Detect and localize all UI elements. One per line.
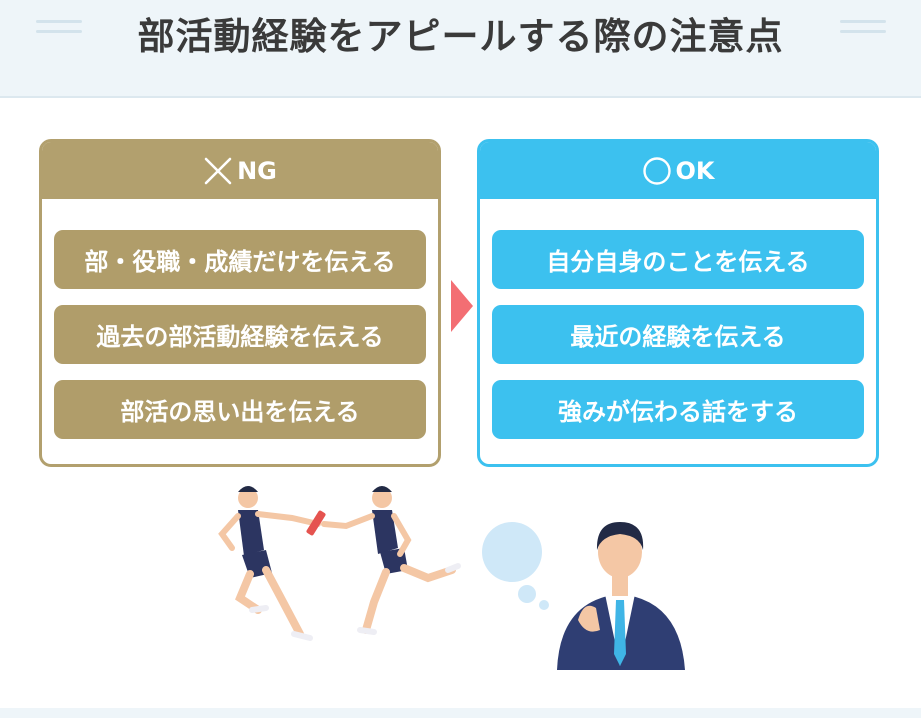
- cross-icon: [203, 156, 233, 186]
- ng-item: 部・役職・成績だけを伝える: [54, 230, 426, 289]
- relay-runner-left-illustration: [218, 486, 321, 641]
- title-decoration-left: [36, 20, 82, 40]
- businessman-illustration: [557, 522, 685, 670]
- ok-item: 最近の経験を伝える: [492, 305, 864, 364]
- ng-item: 部活の思い出を伝える: [54, 380, 426, 439]
- baton-illustration: [306, 510, 326, 536]
- ok-panel: OK 自分自身のことを伝える 最近の経験を伝える 強みが伝わる話をする: [477, 139, 879, 467]
- relay-runner-right-illustration: [321, 486, 461, 635]
- title-decoration-right: [840, 20, 886, 40]
- ng-item: 過去の部活動経験を伝える: [54, 305, 426, 364]
- illustration: [218, 486, 685, 670]
- header-banner: 部活動経験をアピールする際の注意点: [0, 0, 921, 98]
- footer-strip: [0, 708, 921, 718]
- arrow-right-icon: [451, 280, 473, 332]
- ng-panel-header: NG: [42, 142, 438, 199]
- ok-item: 自分自身のことを伝える: [492, 230, 864, 289]
- ok-item: 強みが伝わる話をする: [492, 380, 864, 439]
- circle-icon: [642, 156, 672, 186]
- ok-panel-title: OK: [675, 156, 715, 185]
- ng-panel: NG 部・役職・成績だけを伝える 過去の部活動経験を伝える 部活の思い出を伝える: [39, 139, 441, 467]
- ok-panel-header: OK: [480, 142, 876, 199]
- ng-panel-title: NG: [237, 156, 277, 185]
- page-title: 部活動経験をアピールする際の注意点: [137, 15, 784, 58]
- thought-bubble-illustration: [482, 522, 549, 610]
